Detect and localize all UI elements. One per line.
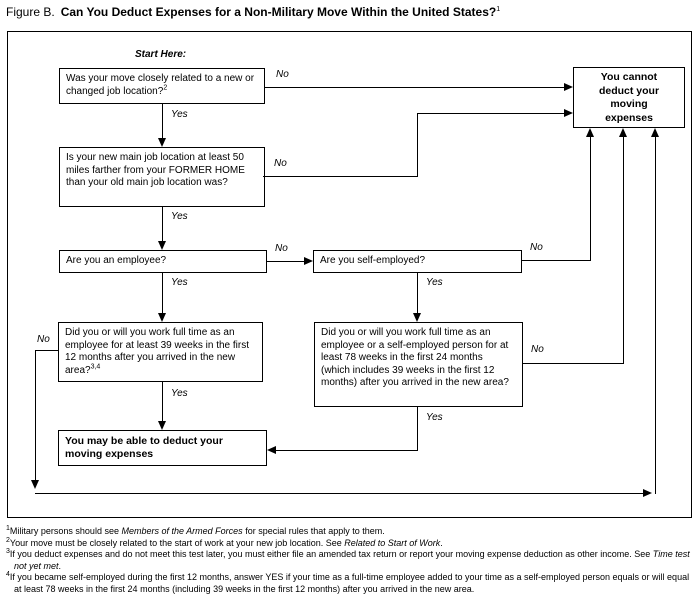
node-q-39-weeks-footnote-ref: 3,4 (90, 363, 101, 371)
label-no-q4: No (37, 334, 50, 345)
label-yes-q5: Yes (426, 412, 443, 423)
node-q-self-employed: Are you self-employed? (313, 250, 522, 273)
label-no-q1: No (276, 69, 289, 80)
footnote-2: 2Your move must be closely related to th… (6, 536, 690, 550)
label-no-q2: No (274, 158, 287, 169)
arrowhead-yes1 (158, 138, 166, 147)
arrowhead-yes3b (413, 313, 421, 322)
node-q-job-related: Was your move closely related to a new o… (59, 68, 265, 104)
arrowhead-no3 (304, 257, 313, 265)
footnote-2-italic: Related to Start of Work (344, 537, 441, 548)
footnote-2-marker: 2 (6, 536, 10, 544)
arrowhead-no1 (564, 83, 573, 91)
footnote-4-marker: 4 (6, 571, 10, 578)
footnote-4: 4If you became self-employed during the … (6, 571, 690, 595)
flow-line-no4-a (35, 350, 58, 351)
node-q-78-weeks: Did you or will you work full time as an… (314, 322, 523, 407)
arrowhead-yes3 (158, 313, 166, 322)
arrowhead-yes5 (267, 446, 276, 454)
label-yes-q1: Yes (171, 109, 188, 120)
footnote-2-text-end: . (440, 537, 443, 548)
footnotes: 1Military persons should see Members of … (6, 525, 690, 595)
node-q-employee: Are you an employee? (59, 250, 267, 273)
footnote-3-marker: 3 (6, 548, 10, 555)
footnote-1-marker: 1 (6, 525, 10, 532)
flow-line-no5-a (523, 363, 624, 364)
footnote-1-italic: Members of the Armed Forces (121, 526, 243, 536)
label-no-q3b: No (530, 242, 543, 253)
flow-line-yes3 (162, 273, 163, 315)
flow-line-yes1 (162, 104, 163, 140)
flow-line-yes5-b (274, 450, 418, 451)
arrowhead-bottom (643, 489, 652, 497)
footnote-3-text: If you deduct expenses and do not meet t… (9, 549, 653, 559)
label-yes-q4: Yes (171, 388, 188, 399)
footnote-3-italic: Time test not yet met (14, 549, 690, 571)
node-q-self-employed-text: Are you self-employed? (320, 255, 426, 266)
node-q-job-related-text: Was your move closely related to a new o… (66, 73, 255, 97)
arrowhead-right-outer (651, 128, 659, 137)
footnote-1: 1Military persons should see Members of … (6, 525, 690, 538)
label-no-q5: No (531, 344, 544, 355)
footnote-4-text: If you became self-employed during the f… (9, 572, 690, 594)
flowchart-border (7, 31, 692, 518)
flow-line-right-outer (655, 136, 656, 494)
figure-title-footnote-ref: 1 (496, 6, 501, 13)
arrowhead-no5 (619, 128, 627, 137)
flow-line-no3b-b (590, 136, 591, 261)
arrowhead-yes2 (158, 241, 166, 250)
label-yes-q2: Yes (171, 211, 188, 222)
flow-line-no3 (267, 261, 305, 262)
label-no-q3: No (275, 243, 288, 254)
flow-line-no2-a (263, 176, 418, 177)
start-here-label: Start Here: (135, 49, 187, 60)
node-q-employee-text: Are you an employee? (66, 255, 167, 266)
flow-line-no2-c (417, 113, 565, 114)
flow-line-yes3b (417, 273, 418, 315)
arrowhead-no2 (564, 109, 573, 117)
node-q-job-related-footnote-ref: 2 (163, 84, 168, 92)
figure-title-text: Can You Deduct Expenses for a Non-Milita… (60, 5, 497, 19)
node-q-50-miles: Is your new main job location at least 5… (59, 147, 265, 207)
flow-line-yes4 (162, 382, 163, 422)
figure-title: Figure B. Can You Deduct Expenses for a N… (6, 5, 500, 19)
figure-label: Figure B. (6, 5, 55, 19)
node-outcome-may-deduct: You may be able to deduct your moving ex… (58, 430, 267, 466)
footnote-3-text-end: . (58, 560, 62, 571)
node-q-39-weeks-text: Did you or will you work full time as an… (65, 327, 249, 376)
arrowhead-yes4 (158, 421, 166, 430)
label-yes-q3b: Yes (426, 277, 443, 288)
footnote-1-text-end: for special rules that apply to them. (242, 526, 385, 536)
node-q-78-weeks-text: Did you or will you work full time as an… (321, 327, 509, 388)
node-outcome-may-deduct-text: You may be able to deduct your moving ex… (65, 435, 223, 460)
flow-line-no1 (265, 87, 565, 88)
arrowhead-no4 (31, 480, 39, 489)
node-outcome-cannot-deduct-text: You cannot deduct your moving expenses (598, 71, 660, 124)
node-outcome-cannot-deduct: You cannot deduct your moving expenses (573, 67, 685, 128)
flow-line-no4-b (35, 350, 36, 481)
node-q-39-weeks: Did you or will you work full time as an… (58, 322, 263, 382)
flow-line-yes2 (162, 207, 163, 243)
flow-line-bottom (35, 493, 645, 494)
footnote-2-text: Your move must be closely related to the… (9, 537, 345, 548)
flow-line-yes5-a (417, 407, 418, 451)
footnote-1-text: Military persons should see (9, 526, 122, 536)
flow-line-no3b-a (522, 260, 591, 261)
label-yes-q3: Yes (171, 277, 188, 288)
arrowhead-no3b (586, 128, 594, 137)
flow-line-no5-b (623, 136, 624, 364)
node-q-50-miles-text: Is your new main job location at least 5… (66, 152, 245, 188)
footnote-3: 3If you deduct expenses and do not meet … (6, 548, 690, 572)
flow-line-no2-b (417, 113, 418, 177)
